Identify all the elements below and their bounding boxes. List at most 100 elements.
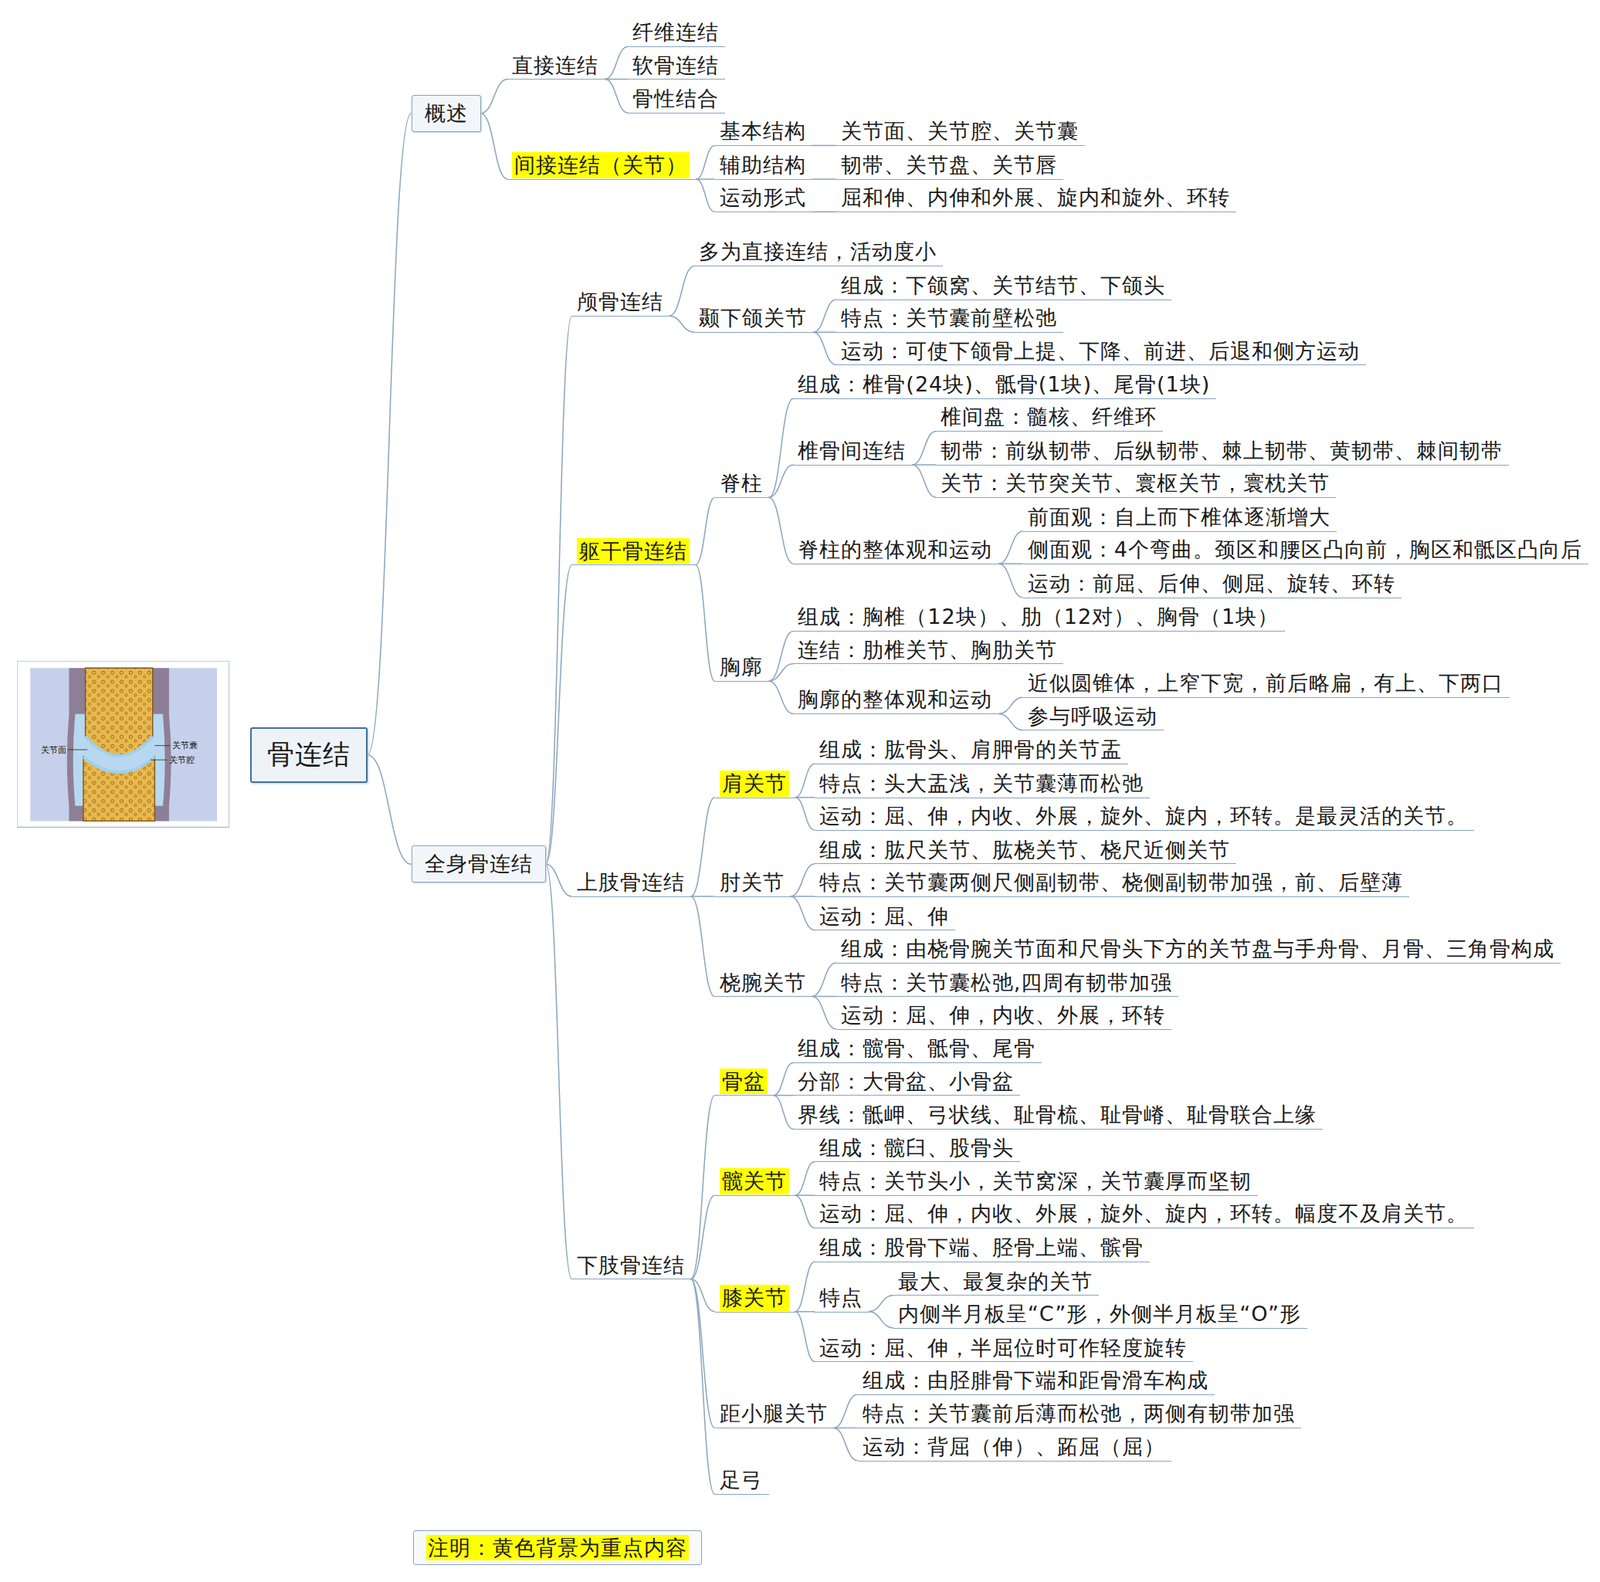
note-box: 注明：黄色背景为重点内容 <box>413 1530 702 1567</box>
part-label: 关节面 <box>40 745 67 756</box>
node-text: 韧带：前纵韧带、后纵韧带、棘上韧带、黄韧带、棘间韧带 <box>940 437 1503 465</box>
branch-connector <box>795 1194 816 1197</box>
branch-connector <box>691 797 716 897</box>
key-topic-item: 髋关节 <box>715 1167 796 1197</box>
topic-item: 基本结构 <box>715 117 813 146</box>
node-text: 胸廓的整体观和运动 <box>797 686 993 713</box>
topic-item: 组成：肱尺关节、肱桡关节、桡尺近侧关节 <box>814 836 1237 865</box>
branch-connector <box>545 864 573 1279</box>
branch-connector <box>998 562 1023 565</box>
branch-connector <box>695 178 715 180</box>
topic-item: 前面观：自上而下椎体逐渐增大 <box>1023 503 1337 533</box>
topic-item: 组成：股骨下端、胫骨上端、髌骨 <box>814 1233 1150 1263</box>
topic-item: 椎骨间连结 <box>793 437 912 466</box>
branch-connector <box>769 681 794 714</box>
node-text: 关节面、关节腔、关节囊 <box>840 118 1079 145</box>
node-text: 基本结构 <box>719 118 807 145</box>
topic-item: 颅骨连结 <box>572 288 670 317</box>
node-text: 多为直接连结，活动度小 <box>698 238 937 265</box>
topic-item: 屈和伸、内伸和外展、旋内和旋外、环转 <box>836 183 1237 213</box>
node-text: 运动形式 <box>719 184 807 211</box>
branch-connector <box>773 1095 794 1130</box>
branch-connector <box>813 332 837 365</box>
node-text: 特点：关节头小，关节窝深，关节囊厚而坚韧 <box>819 1168 1252 1195</box>
branch-connector <box>868 1295 894 1312</box>
node-text: 肘关节 <box>719 869 785 896</box>
node-text: 特点：关节囊两侧尺侧副韧带、桡侧副韧带加强，前、后壁薄 <box>819 869 1404 896</box>
node-text: 躯干骨连结 <box>576 538 690 565</box>
node-text: 组成：由桡骨腕关节面和尺骨头下方的关节盘与手舟骨、月骨、三角骨构成 <box>840 935 1555 963</box>
node-text: 纤维连结 <box>632 19 719 46</box>
topic-item: 胸廓的整体观和运动 <box>793 685 999 715</box>
node-text: 运动：可使下颌骨上提、下降、前进、后退和侧方运动 <box>840 338 1360 365</box>
topic-item: 组成：由胫腓骨下端和距骨滑车构成 <box>857 1366 1215 1396</box>
branch-connector <box>833 1427 858 1461</box>
articular-cartilage <box>83 756 155 773</box>
node-text: 内侧半月板呈“C”形，外侧半月板呈“O”形 <box>898 1301 1302 1328</box>
node-text: 运动：屈、伸，半屈位时可作轻度旋转 <box>819 1335 1187 1362</box>
branch-connector <box>691 1195 716 1279</box>
topic-item: 分部：大骨盆、小骨盆 <box>793 1067 1021 1097</box>
key-topic-item: 间接连结（关节） <box>507 151 696 180</box>
node-text: 界线：骶岬、弓状线、耻骨梳、耻骨嵴、耻骨联合上缘 <box>797 1101 1317 1129</box>
node-text: 骨连结 <box>267 738 351 773</box>
branch-connector <box>795 1162 816 1197</box>
topic-item: 足弓 <box>715 1466 770 1495</box>
branch-connector <box>545 565 573 865</box>
topic-item: 运动：前屈、后伸、侧屈、旋转、环转 <box>1023 569 1402 599</box>
branch-connector <box>833 1427 858 1430</box>
branch-connector <box>795 1311 816 1313</box>
node-text: 特点：头大盂浅，关节囊薄而松弛 <box>819 770 1144 797</box>
topic-item: 运动：背屈（伸）、跖屈（屈） <box>857 1433 1172 1462</box>
node-text: 间接连结（关节） <box>511 152 690 179</box>
topic-item: 骨性结合 <box>627 84 726 114</box>
topic-item: 特点 <box>814 1284 869 1313</box>
node-text: 前面观：自上而下椎体逐渐增大 <box>1027 504 1331 531</box>
node-text: 组成：髋骨、骶骨、尾骨 <box>797 1035 1036 1062</box>
branch-connector <box>691 896 716 997</box>
topic-item: 组成：椎骨(24块)、骶骨(1块)、尾骨(1块) <box>793 370 1217 400</box>
node-text: 椎间盘：髓核、纤维环 <box>940 403 1157 431</box>
topic-item: 组成：肱骨头、肩胛骨的关节盂 <box>814 735 1129 765</box>
branch-connector <box>669 315 695 333</box>
topic-item: 辅助结构 <box>715 151 813 180</box>
node-text: 注明：黄色背景为重点内容 <box>426 1535 689 1562</box>
node-text: 直接连结 <box>511 52 599 79</box>
branch-connector <box>604 46 628 79</box>
topic-item: 上肢骨连结 <box>572 868 692 898</box>
branch-connector <box>998 697 1023 714</box>
illustration-ground <box>30 668 218 822</box>
branch-connector <box>795 1311 816 1363</box>
node-text: 肩关节 <box>719 770 790 797</box>
topic-item: 特点：关节头小，关节窝深，关节囊厚而坚韧 <box>814 1167 1258 1197</box>
node-text: 韧带、关节盘、关节唇 <box>840 152 1058 179</box>
branch-connector <box>773 1094 794 1097</box>
topic-item: 运动：可使下颌骨上提、下降、前进、后退和侧方运动 <box>836 337 1367 367</box>
topic-item: 运动形式 <box>715 183 813 213</box>
branch-connector <box>813 299 837 333</box>
node-text: 关节：关节突关节、寰枢关节，寰枕关节 <box>940 470 1330 497</box>
branch-connector <box>812 145 837 147</box>
branch-connector <box>795 796 816 799</box>
branch-connector <box>795 797 816 831</box>
node-text: 组成：由胫腓骨下端和距骨滑车构成 <box>862 1367 1209 1394</box>
topic-item: 关节面、关节腔、关节囊 <box>836 117 1085 146</box>
branch-connector <box>691 895 716 898</box>
node-text: 连结：肋椎关节、胸肋关节 <box>797 637 1058 664</box>
branch-connector <box>769 464 794 498</box>
topic-item: 韧带、关节盘、关节唇 <box>836 151 1064 180</box>
node-text: 特点：关节囊前壁松弛 <box>840 305 1058 332</box>
part-label: 关节囊 <box>172 740 198 751</box>
node-text: 最大、最复杂的关节 <box>898 1268 1093 1295</box>
part-label: 关节腔 <box>169 755 195 766</box>
branch-connector <box>773 1062 794 1095</box>
articular-cartilage <box>85 736 153 756</box>
branch-connector <box>769 664 794 682</box>
branch-connector <box>795 1261 816 1312</box>
node-text: 足弓 <box>719 1467 763 1494</box>
topic-item: 运动：屈、伸，半屈位时可作轻度旋转 <box>814 1334 1194 1363</box>
topic-item: 特点：关节囊前壁松弛 <box>836 304 1064 333</box>
branch-connector <box>812 178 837 180</box>
node-text: 运动：屈、伸，内收、外展，旋外、旋内，环转。是最灵活的关节。 <box>819 803 1468 830</box>
